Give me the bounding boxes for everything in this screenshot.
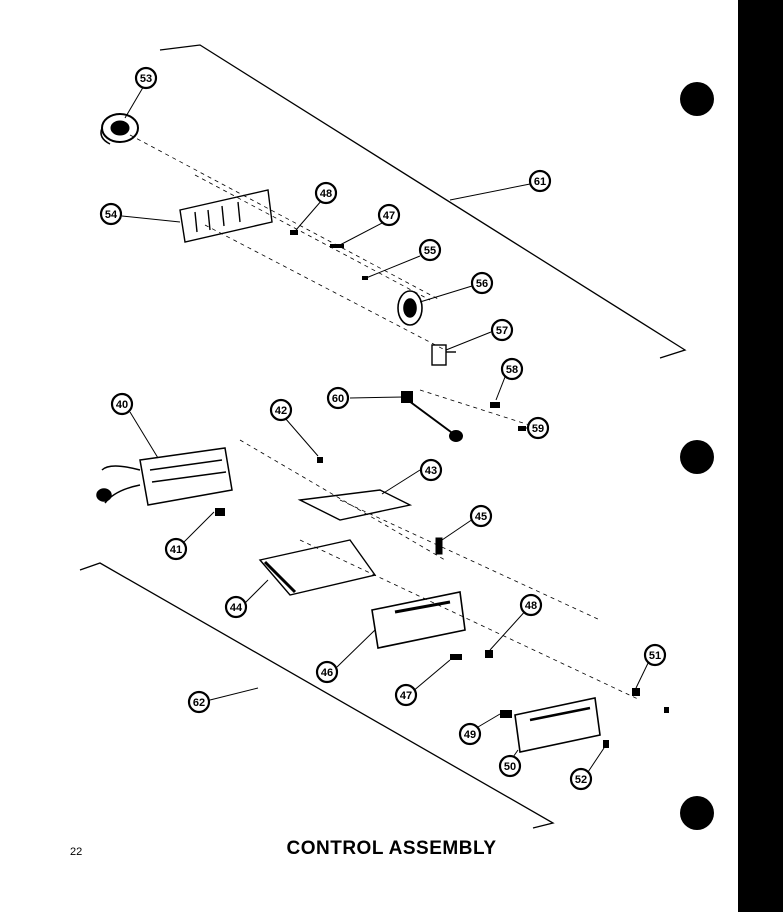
svg-text:54: 54 bbox=[105, 209, 118, 221]
cover-plate-43 bbox=[297, 489, 413, 521]
svg-text:40: 40 bbox=[116, 399, 128, 411]
svg-text:51: 51 bbox=[649, 650, 661, 662]
pin-parts-upper bbox=[290, 230, 368, 280]
probe-part bbox=[401, 391, 463, 442]
callout-61: 61 bbox=[528, 169, 552, 193]
svg-text:50: 50 bbox=[504, 761, 516, 773]
hardware-58-59 bbox=[490, 402, 526, 431]
bracket-plate-part bbox=[179, 189, 273, 243]
callout-47-lower: 47 bbox=[394, 683, 418, 707]
callout-46: 46 bbox=[315, 660, 339, 684]
page-number: 22 bbox=[70, 846, 83, 858]
callout-57: 57 bbox=[490, 318, 514, 342]
binder-hole-middle bbox=[680, 440, 714, 474]
callout-58: 58 bbox=[500, 357, 524, 381]
svg-text:57: 57 bbox=[496, 325, 508, 337]
svg-text:61: 61 bbox=[534, 176, 546, 188]
svg-text:42: 42 bbox=[275, 405, 287, 417]
callout-56: 56 bbox=[470, 271, 494, 295]
callout-55: 55 bbox=[418, 238, 442, 262]
callout-62: 62 bbox=[187, 690, 211, 714]
callout-52: 52 bbox=[569, 767, 593, 791]
screw-42-part bbox=[317, 457, 323, 463]
svg-text:59: 59 bbox=[532, 423, 544, 435]
leader-lines bbox=[121, 83, 651, 776]
callout-60: 60 bbox=[326, 386, 350, 410]
svg-text:47: 47 bbox=[400, 690, 412, 702]
control-housing-46 bbox=[371, 591, 466, 649]
svg-text:48: 48 bbox=[525, 600, 537, 612]
connector-45-part bbox=[435, 537, 443, 555]
hardware-51-52 bbox=[603, 688, 669, 748]
svg-text:60: 60 bbox=[332, 393, 344, 405]
binder-hole-top bbox=[680, 82, 714, 116]
callout-51: 51 bbox=[643, 643, 667, 667]
svg-text:41: 41 bbox=[170, 544, 182, 556]
svg-text:53: 53 bbox=[140, 73, 152, 85]
clip-bracket-part bbox=[431, 344, 456, 366]
clip-49-part bbox=[500, 710, 512, 718]
svg-text:56: 56 bbox=[476, 278, 488, 290]
svg-text:44: 44 bbox=[230, 602, 243, 614]
svg-text:49: 49 bbox=[464, 729, 476, 741]
callout-48-lower: 48 bbox=[519, 593, 543, 617]
callout-40: 40 bbox=[110, 392, 134, 416]
svg-text:43: 43 bbox=[425, 465, 437, 477]
callout-53: 53 bbox=[134, 66, 158, 90]
callout-45: 45 bbox=[469, 504, 493, 528]
svg-text:55: 55 bbox=[424, 245, 436, 257]
svg-text:52: 52 bbox=[575, 774, 587, 786]
upper-group-boundary bbox=[159, 44, 687, 359]
callout-50: 50 bbox=[498, 754, 522, 778]
callout-54: 54 bbox=[99, 202, 123, 226]
callout-49: 49 bbox=[458, 722, 482, 746]
mounting-panel-44 bbox=[258, 539, 377, 596]
callout-47-upper: 47 bbox=[377, 203, 401, 227]
svg-text:58: 58 bbox=[506, 364, 518, 376]
callout-48-upper: 48 bbox=[314, 181, 338, 205]
gear-part bbox=[397, 290, 423, 326]
lower-group-boundary bbox=[79, 562, 555, 829]
binder-hole-bottom bbox=[680, 796, 714, 830]
front-bezel-50 bbox=[514, 697, 601, 753]
svg-text:46: 46 bbox=[321, 667, 333, 679]
switch-block-part bbox=[96, 447, 233, 506]
callout-59: 59 bbox=[526, 416, 550, 440]
callout-42: 42 bbox=[269, 398, 293, 422]
svg-text:62: 62 bbox=[193, 697, 205, 709]
svg-text:48: 48 bbox=[320, 188, 332, 200]
callout-43: 43 bbox=[419, 458, 443, 482]
binding-edge-strip bbox=[738, 0, 783, 912]
callout-44: 44 bbox=[224, 595, 248, 619]
callout-41: 41 bbox=[164, 537, 188, 561]
motor-part bbox=[100, 113, 139, 145]
svg-text:45: 45 bbox=[475, 511, 487, 523]
svg-text:47: 47 bbox=[383, 210, 395, 222]
page-title: CONTROL ASSEMBLY bbox=[286, 838, 497, 859]
pin-parts-lower bbox=[450, 650, 493, 660]
clip-41-part bbox=[215, 508, 225, 516]
assembly-axis-lines bbox=[129, 134, 641, 701]
